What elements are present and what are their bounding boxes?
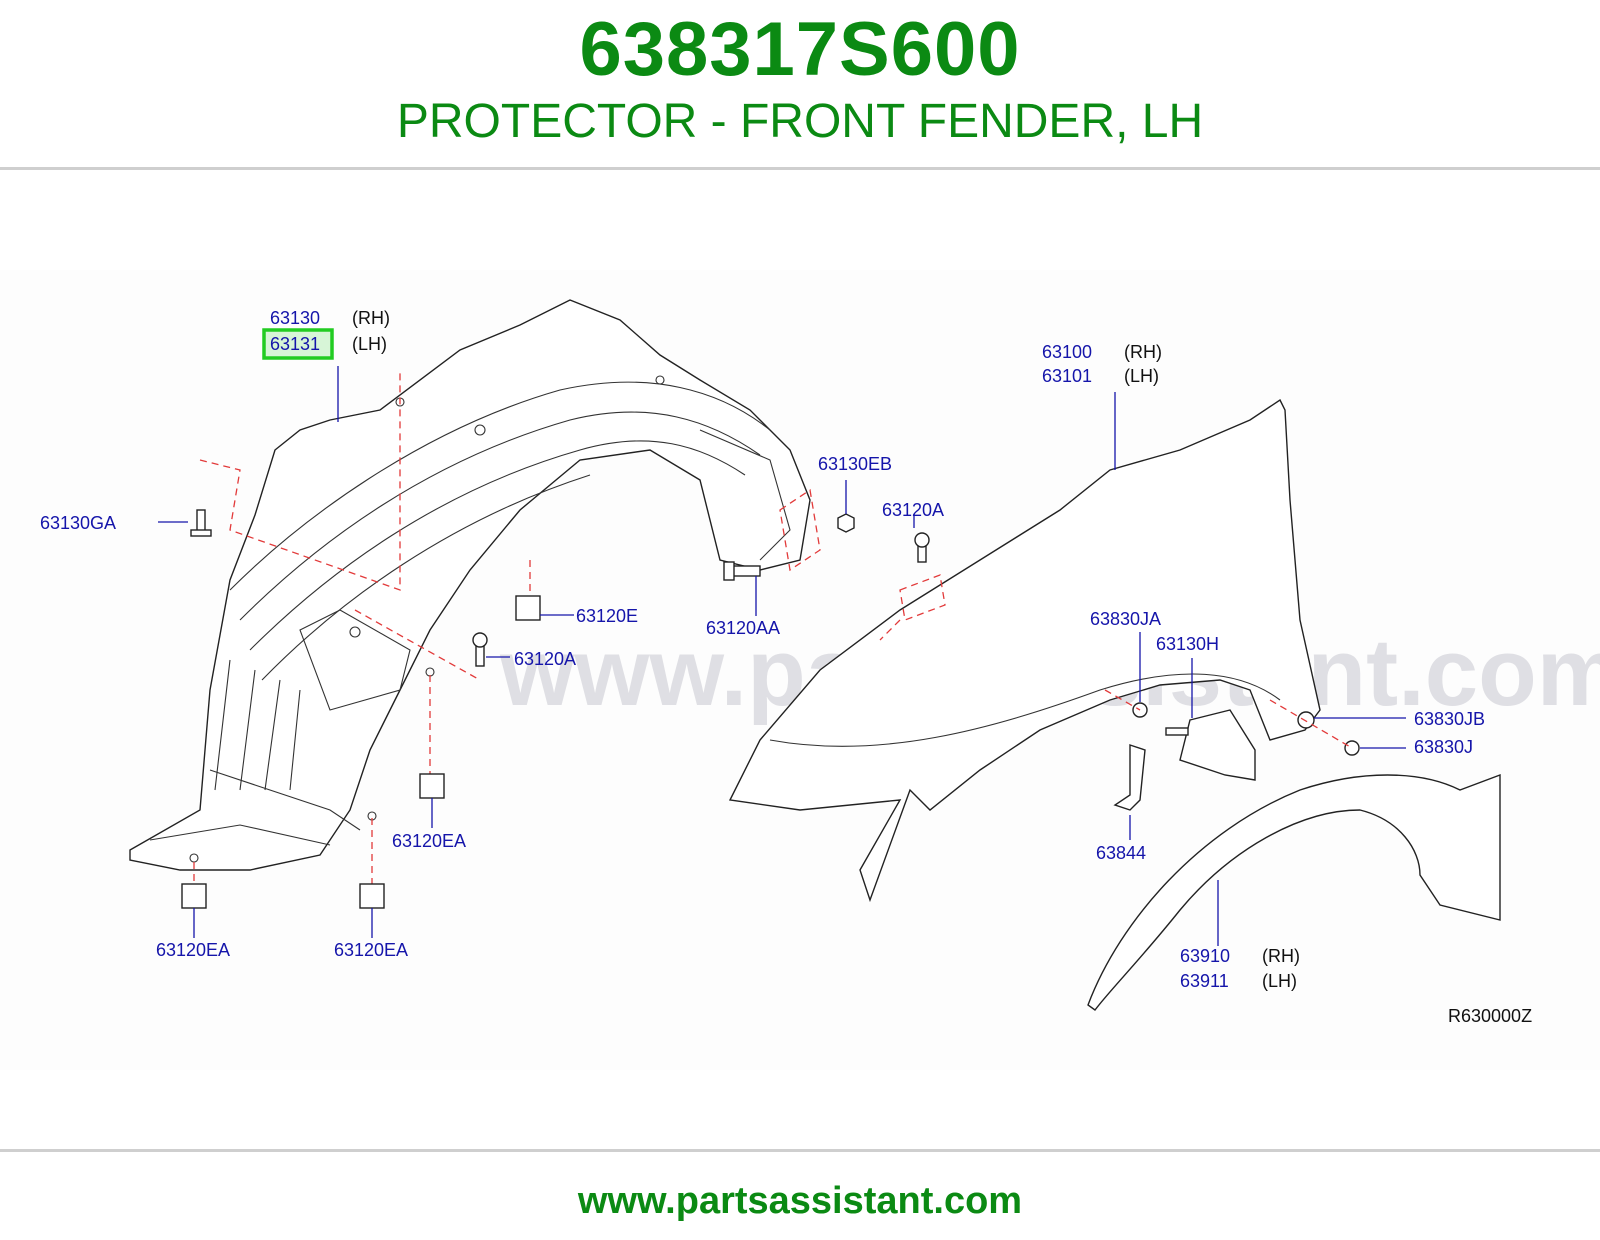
callout-63101[interactable]: 63101 xyxy=(1042,366,1092,386)
clip-63120e-icon xyxy=(515,595,541,621)
callout-63130-side: (RH) xyxy=(352,308,390,328)
fender-protector-drawing xyxy=(129,299,855,909)
callout-63830ja[interactable]: 63830JA xyxy=(1090,609,1161,629)
callout-63910-side: (RH) xyxy=(1262,946,1300,966)
callout-63100[interactable]: 63100 xyxy=(1042,342,1092,362)
mud-guard-63130h-icon xyxy=(1179,709,1256,781)
footer-url[interactable]: www.partsassistant.com xyxy=(577,1180,1023,1222)
callout-63120aa[interactable]: 63120AA xyxy=(706,618,780,638)
callout-63131-side: (LH) xyxy=(352,334,387,354)
arch-molding-63910-icon xyxy=(1087,773,1501,1011)
callout-63830jb[interactable]: 63830JB xyxy=(1414,709,1485,729)
callout-63911[interactable]: 63911 xyxy=(1180,971,1229,991)
callout-63130[interactable]: 63130 xyxy=(270,308,320,328)
diagram-reference-code: R630000Z xyxy=(1448,1006,1532,1026)
callout-63100-side: (RH) xyxy=(1124,342,1162,362)
diagram-canvas: www.partsassistant.com xyxy=(40,299,1600,1026)
callout-63120a-top[interactable]: 63120A xyxy=(882,500,944,520)
callout-63844[interactable]: 63844 xyxy=(1096,843,1146,863)
pin-63130ga-icon xyxy=(196,509,206,533)
callout-63130h[interactable]: 63130H xyxy=(1156,634,1219,654)
clip-63120ea-right-icon xyxy=(419,773,445,799)
selected-part-highlight xyxy=(262,328,334,360)
bracket-63844-icon xyxy=(1113,744,1146,811)
part-number-title: 638317S600 xyxy=(579,7,1021,92)
header-divider xyxy=(0,167,1600,170)
callout-63120ea-center[interactable]: 63120EA xyxy=(334,940,408,960)
callout-63131-selected[interactable]: 63131 xyxy=(270,334,320,354)
callout-63120ea-left[interactable]: 63120EA xyxy=(156,940,230,960)
callout-63130ga[interactable]: 63130GA xyxy=(40,513,116,533)
callout-63130eb[interactable]: 63130EB xyxy=(818,454,892,474)
clip-63120ea-center-icon xyxy=(359,883,385,909)
callout-63910[interactable]: 63910 xyxy=(1180,946,1230,966)
clip-63830jb-icon xyxy=(1297,711,1315,729)
clip-63830j-icon xyxy=(1344,740,1360,756)
front-fender-drawing xyxy=(728,398,1501,1011)
callout-63120a-mid[interactable]: 63120A xyxy=(514,649,576,669)
part-description: PROTECTOR - FRONT FENDER, LH xyxy=(396,95,1204,148)
callout-63911-side: (LH) xyxy=(1262,971,1297,991)
callout-63120e[interactable]: 63120E xyxy=(576,606,638,626)
callout-63830j[interactable]: 63830J xyxy=(1414,737,1473,757)
leader-lines xyxy=(158,366,1406,946)
callout-63120ea-right[interactable]: 63120EA xyxy=(392,831,466,851)
nut-63130eb-icon xyxy=(837,513,855,533)
parts-diagram: www.partsassistant.com xyxy=(0,270,1600,1070)
footer-divider xyxy=(0,1149,1600,1152)
callout-63101-side: (LH) xyxy=(1124,366,1159,386)
clip-63120ea-left-icon xyxy=(181,883,207,909)
